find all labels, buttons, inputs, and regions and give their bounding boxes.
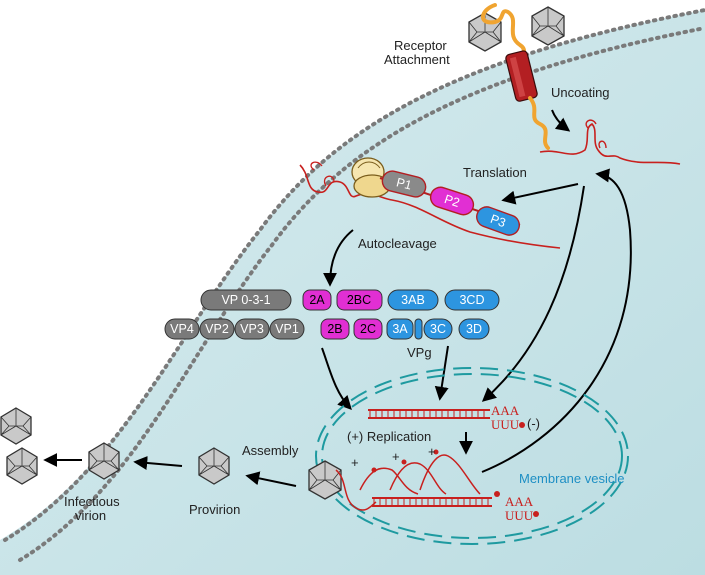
recycle-arrow [481,168,632,473]
protein-vp2: VP2 [205,322,229,336]
uncoating-label: Uncoating [551,85,610,100]
protein-2c: 2C [360,322,376,336]
p1-label: P1 [395,175,413,192]
protein-2b: 2B [327,322,342,336]
aaa-top-label: AAA [491,403,520,418]
protein-3a: 3A [392,322,408,336]
protein-vp031: VP 0-3-1 [221,293,270,307]
proteins-to-vesicle-arrow [321,347,352,411]
infectious-label: Infectious [64,494,120,509]
membrane-vesicle-label: Membrane vesicle [519,471,625,486]
p3-label: P3 [488,212,507,230]
assembly-label: Assembly [242,443,299,458]
plus-mark: + [392,449,400,464]
released-virion-icon [0,407,32,445]
dsrna-bottom [372,497,492,507]
dsrna-top [368,409,490,419]
protein-2bc: 2BC [347,293,371,307]
receptor-label: Receptor [394,38,447,53]
ribosome-icon [351,157,391,198]
plus-mark: + [428,444,436,459]
provirion-label: Provirion [189,502,240,517]
autocleavage-arrow [323,229,354,287]
protein-vp4: VP4 [170,322,194,336]
assembling-virion-icon [308,460,342,500]
polyprotein: P1 P2 P3 [379,170,521,236]
mature-virion-icon [88,442,120,480]
released-rna [539,123,681,165]
membrane-vesicle-inner [321,373,623,539]
protein-vp1: VP1 [275,322,299,336]
p2-label: P2 [443,192,462,210]
vpg-peptide [414,318,423,340]
virion-label: virion [75,508,106,523]
protein-2a: 2A [309,293,325,307]
p2-domain: P2 [429,186,475,216]
receptor-tail-bottom [528,96,550,150]
vpg-label: VPg [407,345,432,360]
vpg-dot [519,422,525,428]
vpg-dot [533,511,539,517]
membrane-vesicle [315,367,629,545]
vpg-to-vesicle-arrow [434,345,449,401]
receptor-tail-top [481,3,527,62]
packaged-rna [335,469,377,511]
minus-strand-label: (-) [527,416,540,431]
vpg-dot [494,491,500,497]
attachment-label: Attachment [384,52,450,67]
rna-loop [585,119,607,149]
protein-3c: 3C [430,322,446,336]
plus-mark: + [351,455,359,470]
protein-3d: 3D [466,322,482,336]
autocleavage-label: Autocleavage [358,236,437,251]
aaa-bottom-label: AAA [505,494,534,509]
translation-arrow [501,183,579,205]
nascent-strands [359,449,481,495]
maturation-arrow [133,455,183,470]
rna-to-vesicle-arrow [481,185,585,402]
protein-row-2: VP4 VP2 VP3 VP1 2B 2C 3A 3C 3D [164,318,490,340]
uncoating-arrow [551,109,571,132]
protein-3ab: 3AB [401,293,425,307]
p1-domain: P1 [381,170,427,198]
receptor-icon [505,50,538,102]
replication-label: (+) Replication [347,429,431,444]
provirion-icon [198,447,230,485]
translation-label: Translation [463,165,527,180]
released-virion-icon [6,447,38,485]
uuu-bottom-label: UUU [505,508,534,523]
protein-row-1: VP 0-3-1 2A 2BC 3AB 3CD [200,289,500,311]
protein-vp3: VP3 [240,322,264,336]
virion-icon [531,6,565,46]
p3-domain: P3 [476,206,520,236]
uuu-top-label: UUU [491,417,520,432]
protein-3cd: 3CD [459,293,484,307]
assembly-arrow [245,471,297,487]
rna-loop [310,161,335,187]
